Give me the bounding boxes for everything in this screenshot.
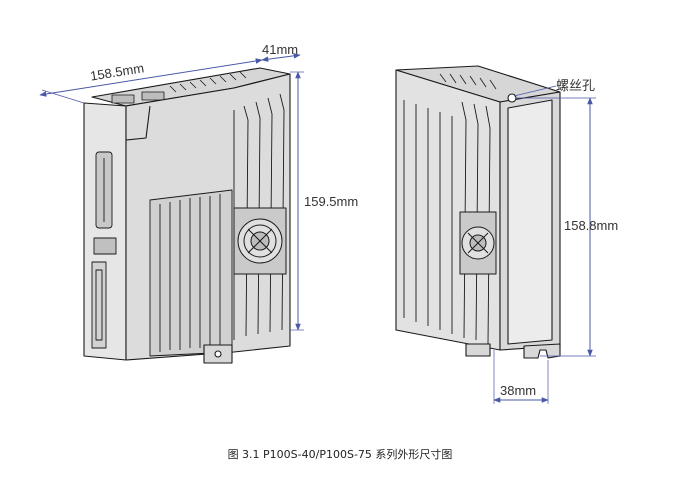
- figure-caption: 图 3.1 P100S-40/P100S-75 系列外形尺寸图: [227, 448, 453, 461]
- height-dimension-label: 159.5mm: [304, 194, 358, 209]
- width-dimension-label: 41mm: [262, 42, 298, 57]
- left-drive-view: [83, 67, 291, 364]
- terminal-block: [91, 261, 107, 349]
- left-dimensions: [39, 53, 304, 331]
- right-dimensions: [493, 85, 596, 404]
- lower-fin-block: [149, 189, 233, 357]
- front-connectors: [91, 151, 117, 349]
- screw-hole-label: 螺丝孔: [556, 78, 595, 93]
- rear-width-label: 38mm: [500, 383, 536, 398]
- hole-spacing-label: 158.8mm: [564, 218, 618, 233]
- fan-icon: [233, 207, 287, 275]
- rear-fan-icon: [459, 211, 497, 275]
- right-drive-view: [395, 65, 561, 359]
- top-screw-hole: [507, 93, 517, 103]
- right-side-face: [395, 69, 501, 351]
- bottom-mount-tab: [523, 343, 561, 359]
- small-connector: [93, 237, 117, 255]
